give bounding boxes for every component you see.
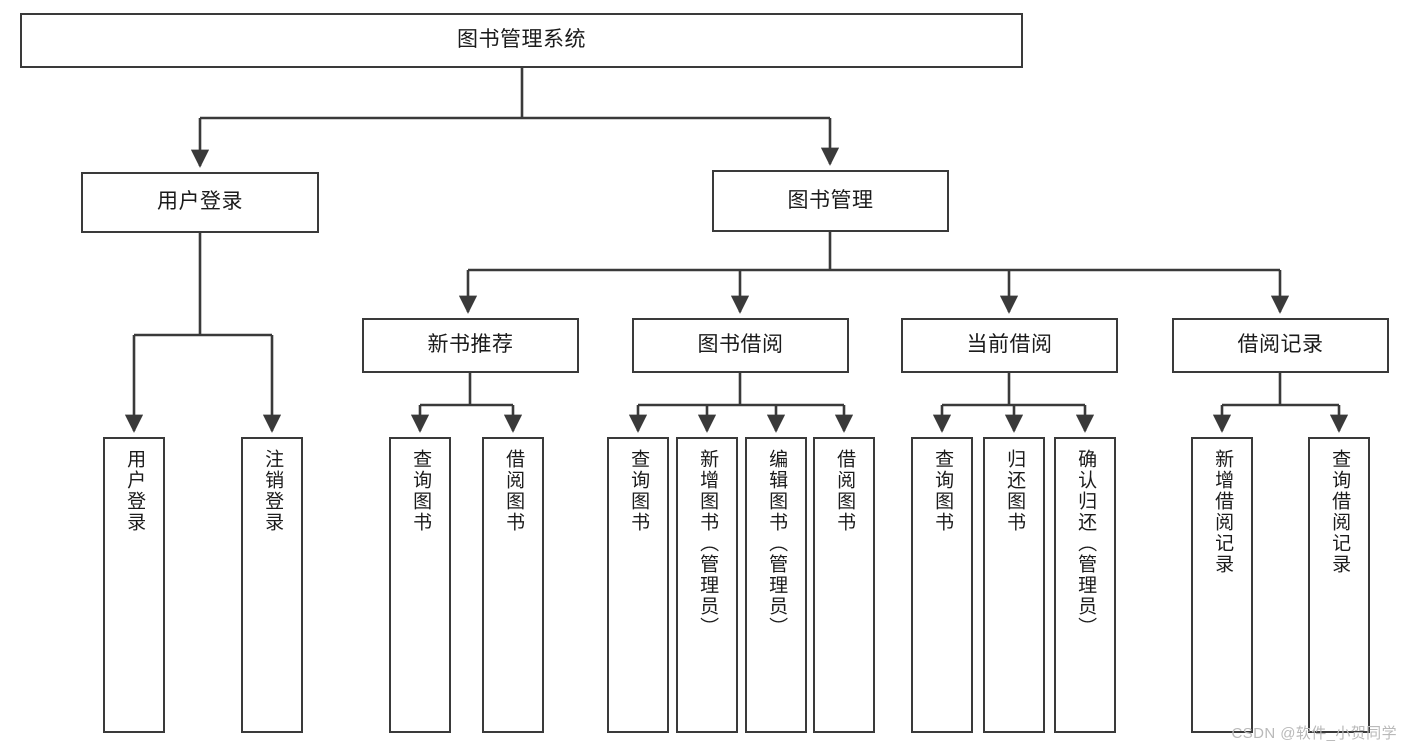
node-leaf-confirm-return[interactable]: 确认归还（管理员） xyxy=(1054,437,1116,733)
node-new-book-recommend[interactable]: 新书推荐 xyxy=(362,318,579,373)
node-leaf-add-book[interactable]: 新增图书（管理员） xyxy=(676,437,738,733)
node-book-manage-label: 图书管理 xyxy=(787,188,874,212)
node-user-login-label: 用户登录 xyxy=(157,190,243,214)
node-current-borrow[interactable]: 当前借阅 xyxy=(901,318,1118,373)
node-leaf-borrow-book-2-label: 借阅图书 xyxy=(834,449,856,533)
node-book-manage[interactable]: 图书管理 xyxy=(712,170,949,232)
node-book-borrow[interactable]: 图书借阅 xyxy=(632,318,849,373)
node-leaf-edit-book[interactable]: 编辑图书（管理员） xyxy=(745,437,807,733)
node-leaf-query-book-1-label: 查询图书 xyxy=(410,449,432,533)
node-leaf-query-record[interactable]: 查询借阅记录 xyxy=(1308,437,1370,733)
node-leaf-query-book-3-label: 查询图书 xyxy=(932,449,954,533)
node-leaf-query-book-3[interactable]: 查询图书 xyxy=(911,437,973,733)
node-leaf-return-book[interactable]: 归还图书 xyxy=(983,437,1045,733)
node-leaf-borrow-book-2[interactable]: 借阅图书 xyxy=(813,437,875,733)
node-leaf-borrow-book-1[interactable]: 借阅图书 xyxy=(482,437,544,733)
node-borrow-record-label: 借阅记录 xyxy=(1237,333,1324,357)
node-leaf-query-book-2[interactable]: 查询图书 xyxy=(607,437,669,733)
node-leaf-user-login-label: 用户登录 xyxy=(124,449,146,533)
node-leaf-return-book-label: 归还图书 xyxy=(1004,449,1026,533)
node-leaf-confirm-return-label: 确认归还（管理员） xyxy=(1075,449,1097,638)
node-borrow-record[interactable]: 借阅记录 xyxy=(1172,318,1389,373)
node-root-label: 图书管理系统 xyxy=(457,28,586,52)
node-new-book-recommend-label: 新书推荐 xyxy=(427,333,514,357)
node-book-borrow-label: 图书借阅 xyxy=(697,333,784,357)
node-leaf-edit-book-label: 编辑图书（管理员） xyxy=(766,449,788,638)
node-root[interactable]: 图书管理系统 xyxy=(20,13,1023,68)
node-leaf-add-record[interactable]: 新增借阅记录 xyxy=(1191,437,1253,733)
node-leaf-query-record-label: 查询借阅记录 xyxy=(1329,449,1351,575)
node-leaf-logout-label: 注销登录 xyxy=(262,449,284,533)
node-leaf-query-book-2-label: 查询图书 xyxy=(628,449,650,533)
node-leaf-user-login[interactable]: 用户登录 xyxy=(103,437,165,733)
node-leaf-add-book-label: 新增图书（管理员） xyxy=(697,449,719,638)
node-user-login[interactable]: 用户登录 xyxy=(81,172,319,233)
node-leaf-logout[interactable]: 注销登录 xyxy=(241,437,303,733)
node-leaf-add-record-label: 新增借阅记录 xyxy=(1212,449,1234,575)
node-leaf-borrow-book-1-label: 借阅图书 xyxy=(503,449,525,533)
csdn-watermark: CSDN @软件_小贺同学 xyxy=(1231,725,1397,742)
node-leaf-query-book-1[interactable]: 查询图书 xyxy=(389,437,451,733)
node-current-borrow-label: 当前借阅 xyxy=(966,333,1053,357)
